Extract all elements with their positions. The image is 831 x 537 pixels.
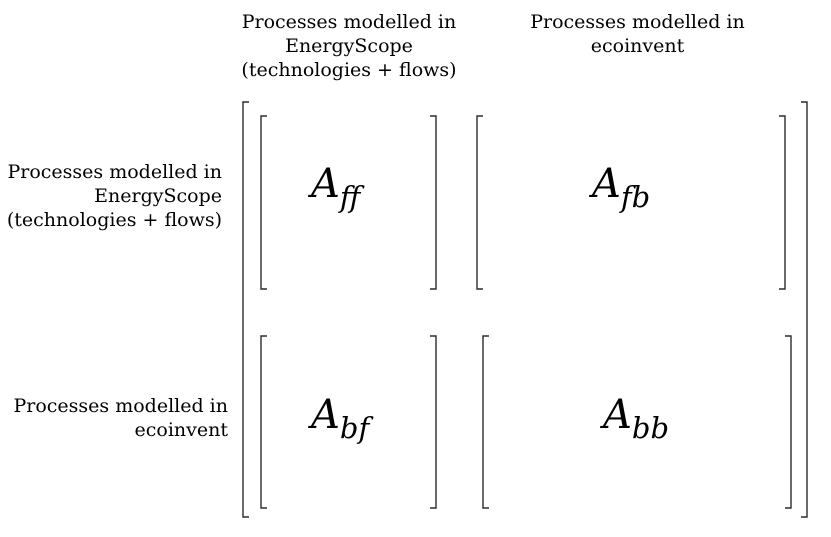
block-bb-bracket-right [785, 335, 792, 509]
block-a-fb: Afb [476, 115, 786, 290]
row-header-line: Processes modelled in [7, 161, 222, 183]
block-fb-label: Afb [588, 161, 650, 214]
block-bb-bracket-left [482, 335, 489, 509]
block-fb-subscript: fb [619, 180, 650, 214]
block-bb-symbol: A [599, 392, 632, 438]
block-bf-symbol: A [307, 392, 340, 438]
block-ff-bracket-left [260, 115, 267, 290]
row-header-line: Processes modelled in [13, 395, 228, 417]
block-fb-bracket-left [476, 115, 483, 290]
column-header-line: (technologies + flows) [241, 59, 457, 81]
column-header-energyscope: Processes modelled in EnergyScope (techn… [229, 10, 469, 82]
column-header-ecoinvent: Processes modelled in ecoinvent [520, 10, 755, 58]
outer-bracket-left [242, 101, 249, 518]
row-header-ecoinvent: Processes modelled in ecoinvent [0, 394, 228, 442]
block-bb-subscript: bb [632, 411, 669, 445]
block-a-ff: Aff [260, 115, 437, 290]
block-bf-bracket-left [260, 335, 267, 509]
block-fb-symbol: A [588, 161, 621, 207]
row-header-line: EnergyScope [94, 185, 222, 207]
block-a-bf: Abf [260, 335, 437, 509]
column-header-line: EnergyScope [285, 35, 413, 57]
block-bf-bracket-right [430, 335, 437, 509]
column-header-line: Processes modelled in [530, 11, 745, 33]
block-ff-symbol: A [307, 161, 340, 207]
block-a-bb: Abb [482, 335, 792, 509]
row-header-energyscope: Processes modelled in EnergyScope (techn… [0, 160, 222, 232]
block-ff-subscript: ff [338, 180, 365, 214]
block-ff-label: Aff [307, 161, 365, 214]
block-bf-subscript: bf [340, 411, 375, 445]
column-header-line: Processes modelled in [241, 11, 457, 33]
outer-bracket-right [801, 101, 808, 518]
row-header-line: ecoinvent [134, 419, 229, 441]
block-ff-bracket-right [430, 115, 437, 290]
block-fb-bracket-right [779, 115, 786, 290]
block-bf-label: Abf [307, 392, 374, 445]
row-header-line: (technologies + flows) [6, 209, 222, 231]
block-bb-label: Abb [599, 392, 669, 445]
column-header-line: ecoinvent [590, 35, 685, 57]
